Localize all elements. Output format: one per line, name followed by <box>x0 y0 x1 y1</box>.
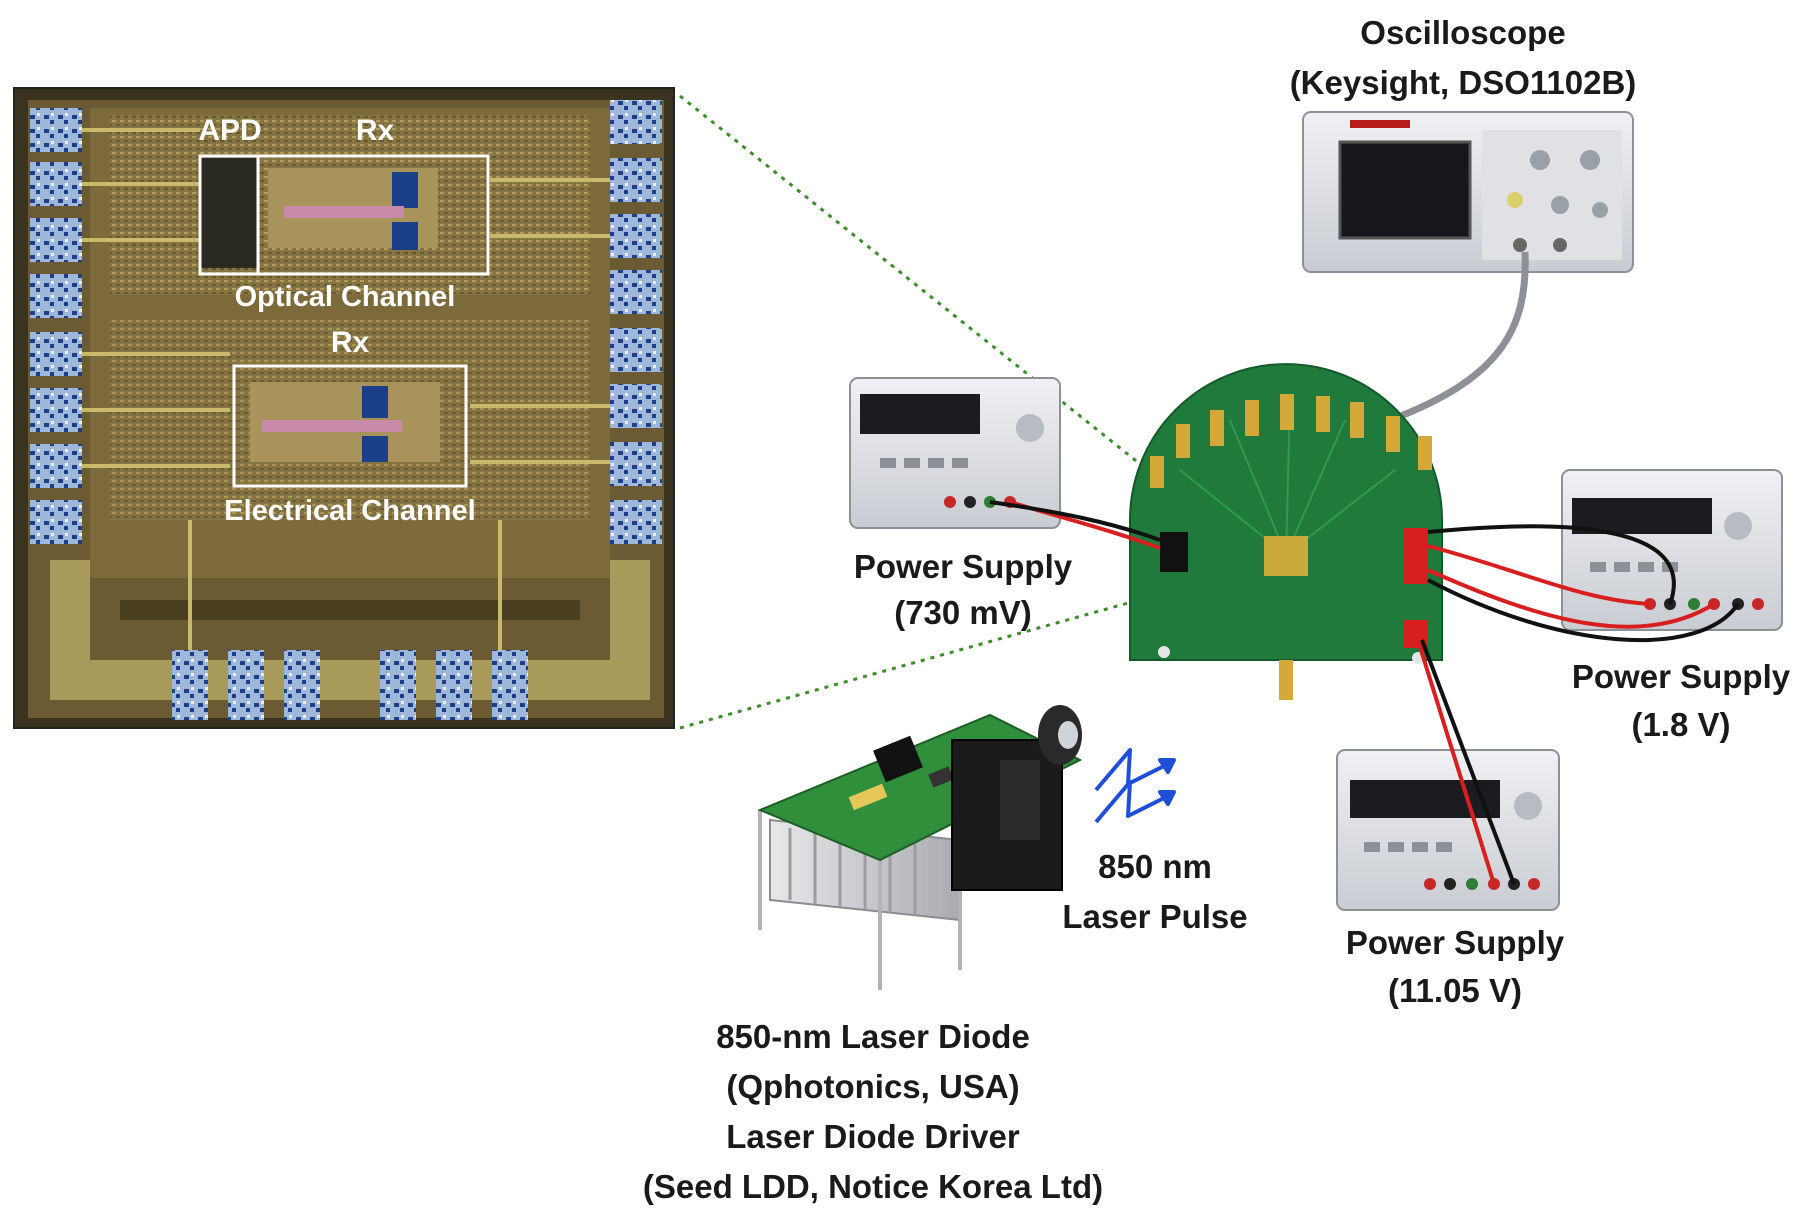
power-supply-right-label: Power Supply <box>1572 658 1791 695</box>
laser-diode-vendor-label: (Qphotonics, USA) <box>726 1068 1019 1105</box>
right-bond-pads <box>610 100 662 544</box>
scope-cable <box>1383 251 1529 426</box>
rx-top-box <box>256 154 490 276</box>
laser-diode-label: 850-nm Laser Diode <box>716 1018 1030 1055</box>
power-supply-left-label: Power Supply <box>854 548 1073 585</box>
oscilloscope <box>1302 111 1634 273</box>
laser-driver-label: Laser Diode Driver <box>726 1118 1020 1155</box>
die-photo: APD Rx Optical Channel Rx Electrical Cha… <box>13 87 675 729</box>
oscilloscope-model-label: (Keysight, DSO1102B) <box>1290 64 1637 101</box>
rx-bottom-label: Rx <box>331 326 370 359</box>
optical-channel-label: Optical Channel <box>235 281 456 313</box>
power-supply-right-value: (1.8 V) <box>1631 706 1730 743</box>
power-supply-bottom <box>1336 749 1560 911</box>
electrical-channel-label: Electrical Channel <box>224 495 475 527</box>
apd-label: APD <box>198 114 261 147</box>
wire-bottom-black <box>1420 639 1516 885</box>
rx-bottom-box <box>232 364 468 488</box>
power-supply-left-value: (730 mV) <box>894 594 1032 631</box>
left-bond-pads <box>30 108 82 544</box>
test-pcb <box>1129 363 1443 700</box>
laser-pulse-wavelength-label: 850 nm <box>1098 848 1212 885</box>
power-supply-left <box>849 377 1061 529</box>
power-supply-right <box>1561 469 1783 631</box>
power-supply-bottom-value: (11.05 V) <box>1388 972 1522 1009</box>
laser-pulse-label: Laser Pulse <box>1062 898 1247 935</box>
laser-pulse-arrows <box>1094 748 1176 824</box>
wire-right-black-2 <box>1427 578 1740 643</box>
wire-right-black-1 <box>1427 524 1676 605</box>
rx-top-label: Rx <box>356 114 395 147</box>
wire-bottom-red <box>1414 633 1496 885</box>
wire-right-red-1 <box>1427 544 1651 606</box>
power-supply-bottom-label: Power Supply <box>1346 924 1565 961</box>
bottom-bond-pads <box>172 650 528 720</box>
laser-diode-driver <box>757 705 1083 990</box>
wire-right-red-2 <box>1427 568 1716 629</box>
oscilloscope-label: Oscilloscope <box>1360 14 1565 51</box>
wire-left-black <box>989 500 1161 542</box>
laser-driver-vendor-label: (Seed LDD, Notice Korea Ltd) <box>643 1168 1103 1205</box>
